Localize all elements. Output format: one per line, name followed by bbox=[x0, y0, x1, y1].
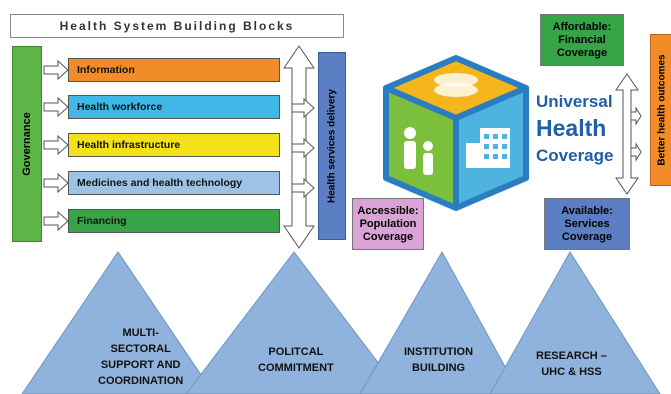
better-outcomes-label: Better health outcomes bbox=[656, 54, 668, 166]
better-outcomes-bar: Better health outcomes bbox=[650, 34, 671, 186]
uhc-line1: Universal bbox=[536, 92, 613, 111]
uhc-cube bbox=[383, 55, 529, 211]
block-information-label: Information bbox=[77, 64, 135, 76]
pillar-political-line2: COMMITMENT bbox=[258, 362, 334, 374]
block-information: Information bbox=[68, 58, 280, 82]
pillar-political-text: POLITCAL COMMITMENT bbox=[258, 344, 334, 376]
uhc-line2: Health bbox=[536, 115, 607, 141]
pillar-institution bbox=[359, 250, 521, 394]
pillars bbox=[21, 250, 661, 394]
diagram-title: Health System Building Blocks bbox=[10, 14, 344, 38]
pillar-multisectoral-line4: COORDINATION bbox=[98, 375, 184, 387]
block-financing: Financing bbox=[68, 209, 280, 233]
health-services-delivery-bar: Health services delivery bbox=[318, 52, 346, 240]
accessible-label: Accessible: Population Coverage bbox=[357, 204, 419, 243]
block-health-infrastructure-label: Health infrastructure bbox=[77, 139, 181, 151]
right-double-arrow bbox=[615, 73, 642, 195]
pillar-political bbox=[185, 251, 403, 394]
pillar-multisectoral-line3: SUPPORT AND bbox=[100, 359, 181, 371]
available-label: Available: Services Coverage bbox=[561, 204, 613, 243]
pillar-political-line1: POLITCAL bbox=[268, 346, 324, 358]
pillar-multisectoral-line2: SECTORAL bbox=[110, 343, 171, 355]
available-box: Available: Services Coverage bbox=[544, 198, 630, 250]
pillar-multisectoral-text: MULTI- SECTORAL SUPPORT AND COORDINATION bbox=[98, 325, 183, 389]
block-medicines: Medicines and health technology bbox=[68, 171, 280, 195]
affordable-label: Affordable: Financial Coverage bbox=[552, 20, 612, 59]
pillar-institution-text: INSTITUTION BUILDING bbox=[404, 344, 473, 376]
block-health-workforce-label: Health workforce bbox=[77, 101, 163, 113]
family-icon bbox=[404, 127, 433, 175]
pillar-multisectoral bbox=[21, 251, 215, 394]
block-health-infrastructure: Health infrastructure bbox=[68, 133, 280, 157]
block-medicines-label: Medicines and health technology bbox=[77, 177, 243, 189]
block-health-workforce: Health workforce bbox=[68, 95, 280, 119]
health-services-delivery-label: Health services delivery bbox=[326, 89, 338, 203]
vertical-double-arrow bbox=[283, 45, 315, 249]
governance-arrows bbox=[43, 59, 69, 232]
accessible-box: Accessible: Population Coverage bbox=[352, 198, 424, 250]
pillar-research bbox=[489, 251, 661, 394]
pillar-multisectoral-line1: MULTI- bbox=[122, 327, 159, 339]
pillar-institution-line1: INSTITUTION bbox=[404, 346, 474, 358]
pillar-research-line1: RESEARCH – bbox=[536, 350, 607, 362]
pillar-research-line2: UHC & HSS bbox=[541, 366, 602, 378]
pillar-institution-line2: BUILDING bbox=[411, 362, 466, 374]
pillar-research-text: RESEARCH – UHC & HSS bbox=[536, 348, 607, 380]
governance-label: Governance bbox=[21, 112, 33, 176]
block-financing-label: Financing bbox=[77, 215, 127, 227]
uhc-line3: Coverage bbox=[536, 146, 614, 165]
affordable-box: Affordable: Financial Coverage bbox=[540, 14, 624, 66]
governance-bar: Governance bbox=[12, 46, 42, 242]
